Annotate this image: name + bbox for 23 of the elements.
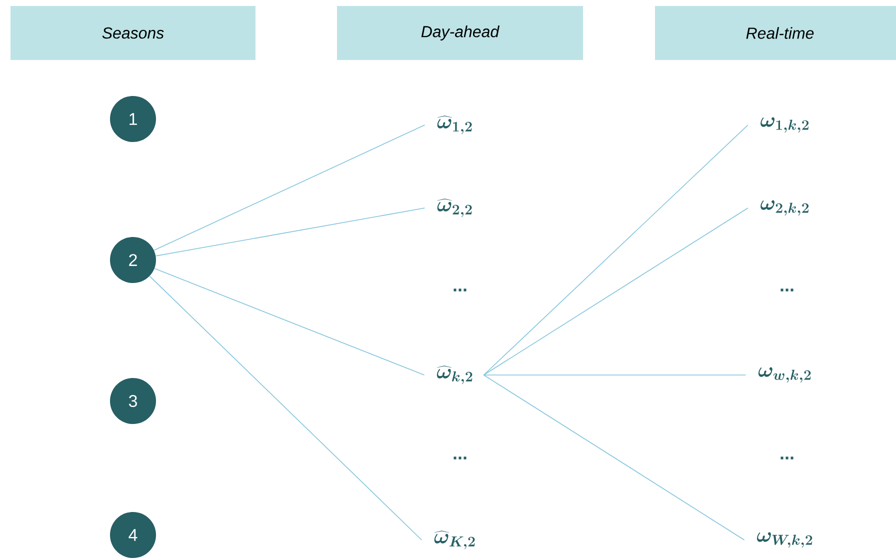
header-box: Seasons [10, 6, 256, 60]
ellipsis: ... [780, 288, 794, 292]
variable-label: $\omega_{1,k,2}$ [760, 117, 809, 133]
variable-label: $\omega_{w,k,2}$ [758, 367, 811, 383]
connector-line [154, 124, 426, 251]
variable-label: $\omega_{2,k,2}$ [760, 200, 809, 216]
header-box: Day-ahead [337, 6, 583, 60]
ellipsis: ... [454, 288, 466, 292]
variable-label: $\widehat{\omega}_{2,2}$ [437, 198, 472, 218]
variable-label: $\widehat{\omega}_{k,2}$ [436, 366, 472, 384]
connector-line [483, 374, 746, 376]
connector-line [149, 276, 422, 540]
connector-line [483, 374, 745, 540]
connector-line [483, 208, 748, 376]
ellipsis: ... [454, 456, 466, 460]
ellipsis: ... [780, 456, 794, 460]
connector-line [155, 208, 426, 256]
variable-label: $\widehat{\omega}_{K,2}$ [434, 530, 475, 550]
variable-label: $\widehat{\omega}_{1,2}$ [437, 116, 472, 134]
connector-line [154, 268, 425, 376]
header-box: Real-time [655, 6, 896, 60]
connector-line [483, 124, 748, 376]
variable-label: $\omega_{W,k,2}$ [757, 532, 812, 548]
